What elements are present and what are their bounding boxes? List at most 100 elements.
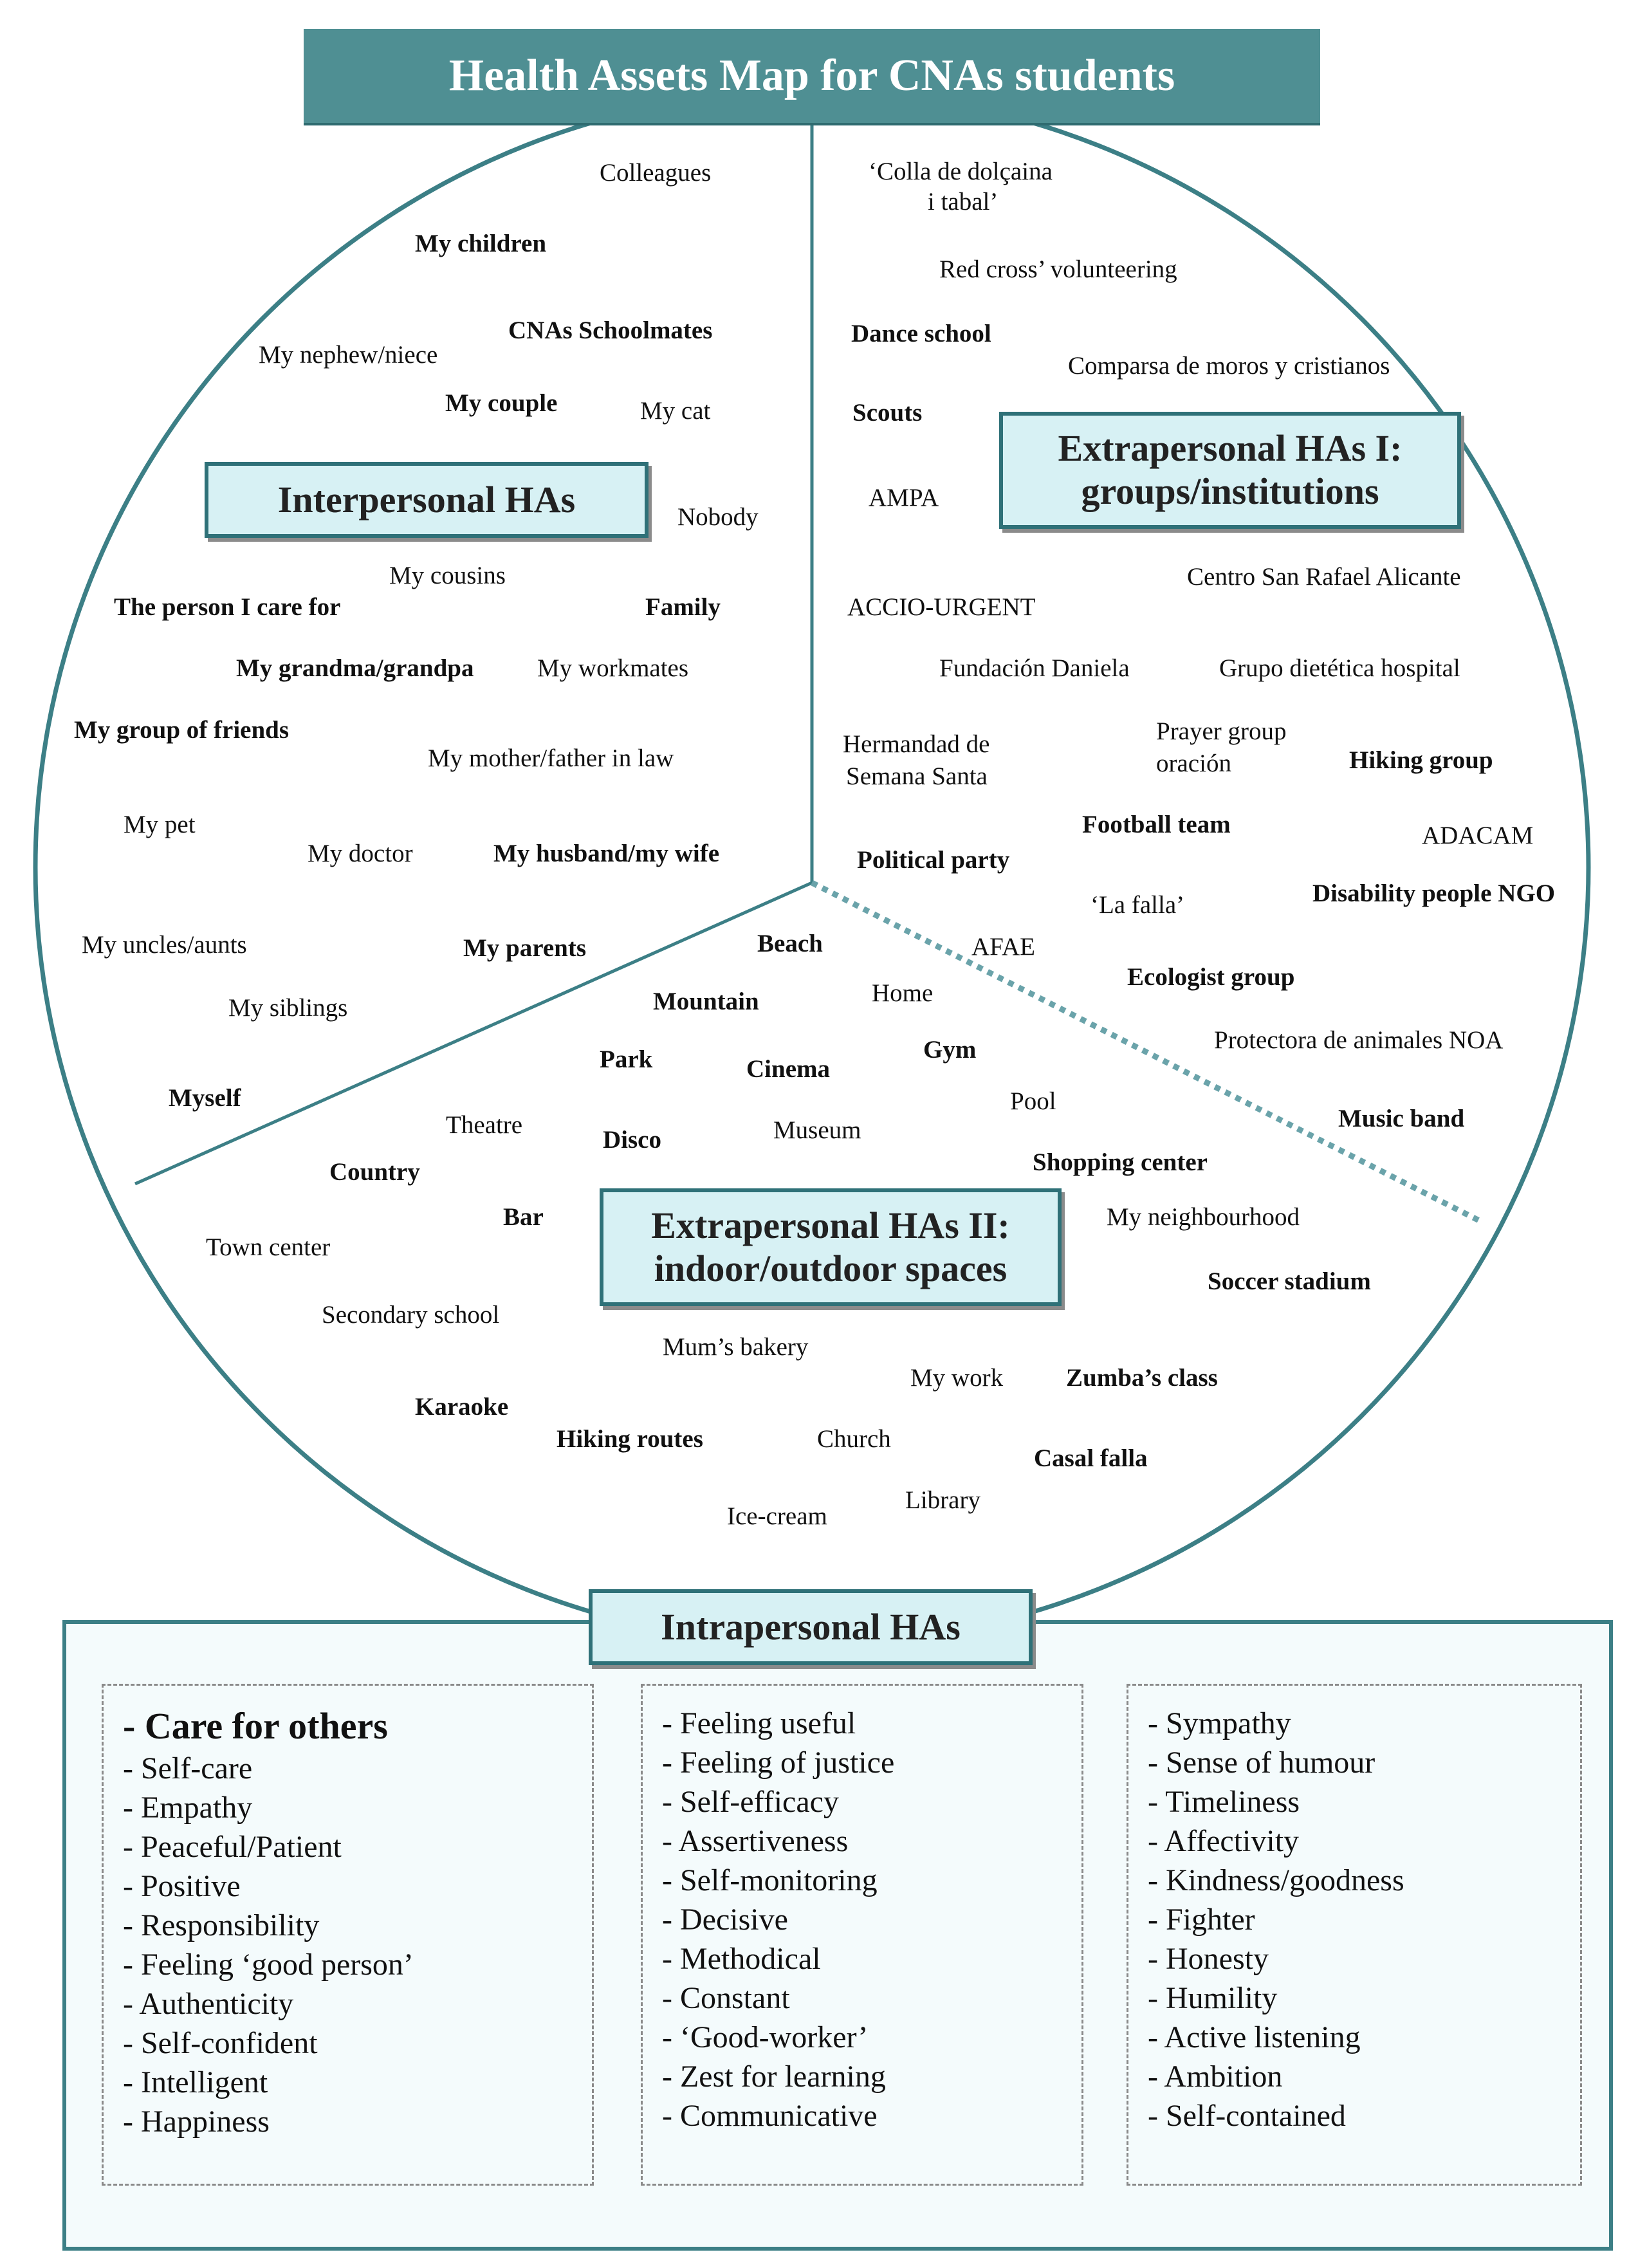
space-item: Home: [872, 979, 934, 1007]
group-item: Grupo dietética hospital: [1219, 654, 1460, 682]
interpersonal-item: My children: [415, 230, 547, 257]
space-item: Gym: [923, 1036, 977, 1064]
intrapersonal-item: - Authenticity: [123, 1987, 294, 2021]
intrapersonal-item: - Self-confident: [123, 2026, 318, 2060]
space-item: Casal falla: [1034, 1444, 1148, 1472]
intrapersonal-item: - Affectivity: [1148, 1824, 1300, 1858]
intrapersonal-item: - Sense of humour: [1148, 1746, 1376, 1780]
intrapersonal-item: - Kindness/goodness: [1148, 1863, 1404, 1897]
intrapersonal-item: - Care for others: [123, 1705, 388, 1747]
group-item: Football team: [1082, 811, 1231, 838]
interpersonal-item: My pet: [124, 811, 196, 838]
space-item: Hiking routes: [557, 1425, 703, 1453]
space-item: Soccer stadium: [1208, 1268, 1371, 1295]
intrapersonal-label: Intrapersonal HAs: [589, 1589, 1033, 1665]
group-item: oración: [1156, 750, 1231, 777]
intrapersonal-item: - Active listening: [1148, 2020, 1361, 2054]
group-item: Comparsa de moros y cristianos: [1068, 352, 1390, 380]
intrapersonal-item: - Self-care: [123, 1751, 253, 1785]
group-item: Dance school: [851, 320, 991, 347]
space-item: Bar: [503, 1203, 544, 1231]
space-item: My neighbourhood: [1107, 1203, 1300, 1231]
intrapersonal-item: - Feeling useful: [662, 1706, 856, 1740]
space-item: Shopping center: [1033, 1148, 1208, 1176]
interpersonal-item: My cousins: [389, 562, 506, 589]
extrapersonal-1-line1: Extrapersonal HAs I:: [1058, 427, 1403, 470]
space-item: Zumba’s class: [1066, 1364, 1218, 1392]
group-item: Music band: [1338, 1105, 1465, 1132]
group-item: ‘La falla’: [1090, 891, 1185, 919]
space-item: Church: [817, 1425, 891, 1453]
interpersonal-item: My group of friends: [74, 716, 290, 744]
intrapersonal-item: - Happiness: [123, 2105, 270, 2139]
intrapersonal-item: - Constant: [662, 1981, 790, 2015]
intrapersonal-item: - Responsibility: [123, 1908, 320, 1942]
intrapersonal-column-2: - Feeling useful - Feeling of justice - …: [641, 1684, 1083, 2186]
space-item: Ice-cream: [727, 1502, 827, 1530]
group-item: Semana Santa: [846, 762, 988, 790]
intrapersonal-column-3: - Sympathy - Sense of humour - Timelines…: [1127, 1684, 1582, 2186]
interpersonal-item: The person I care for: [114, 593, 341, 621]
intrapersonal-item: - Positive: [123, 1869, 241, 1903]
intrapersonal-box: - Care for others - Self-care - Empathy …: [62, 1620, 1613, 2251]
space-item: Mum’s bakery: [663, 1333, 809, 1361]
group-item: Political party: [857, 846, 1010, 874]
intrapersonal-item: - Self-contained: [1148, 2099, 1346, 2133]
intrapersonal-item: - Communicative: [662, 2099, 878, 2133]
intrapersonal-item: - Decisive: [662, 1903, 788, 1937]
divider-left: [134, 881, 813, 1186]
extrapersonal-2-line1: Extrapersonal HAs II:: [651, 1204, 1010, 1246]
interpersonal-item: CNAs Schoolmates: [508, 317, 713, 344]
group-item: AFAE: [971, 933, 1035, 961]
intrapersonal-column-1: - Care for others - Self-care - Empathy …: [102, 1684, 594, 2186]
space-item: Museum: [773, 1116, 861, 1144]
space-item: Secondary school: [322, 1301, 500, 1329]
interpersonal-item: My workmates: [537, 654, 689, 682]
group-item: Protectora de animales NOA: [1214, 1026, 1504, 1054]
space-item: Disco: [603, 1126, 661, 1154]
group-item: AMPA: [869, 484, 939, 512]
interpersonal-item: Colleagues: [600, 159, 712, 187]
extrapersonal-2-line2: indoor/outdoor spaces: [654, 1247, 1008, 1289]
intrapersonal-item: - Self-efficacy: [662, 1785, 839, 1819]
space-item: Cinema: [746, 1055, 830, 1083]
group-item: Red cross’ volunteering: [939, 255, 1177, 283]
group-item: ACCIO-URGENT: [847, 593, 1036, 621]
group-item: Centro San Rafael Alicante: [1187, 563, 1461, 591]
intrapersonal-item: - Honesty: [1148, 1942, 1269, 1976]
interpersonal-item: My cat: [640, 397, 711, 425]
intrapersonal-item: - Humility: [1148, 1981, 1278, 2015]
group-item: Prayer group: [1156, 717, 1287, 745]
group-item: Disability people NGO: [1312, 880, 1556, 907]
space-item: Karaoke: [415, 1393, 509, 1421]
interpersonal-item: My doctor: [308, 840, 413, 867]
interpersonal-item: My husband/my wife: [493, 840, 720, 867]
extrapersonal-1-label: Extrapersonal HAs I: groups/institutions: [999, 412, 1461, 529]
interpersonal-label-text: Interpersonal HAs: [277, 478, 576, 521]
group-item: Hiking group: [1349, 746, 1493, 774]
intrapersonal-item: - Zest for learning: [662, 2060, 886, 2094]
interpersonal-item: My parents: [463, 934, 587, 962]
intrapersonal-item: - Self-monitoring: [662, 1863, 878, 1897]
interpersonal-item: My grandma/grandpa: [236, 654, 474, 682]
intrapersonal-item: - Methodical: [662, 1942, 821, 1976]
intrapersonal-item: - Empathy: [123, 1791, 253, 1825]
space-item: Park: [600, 1046, 653, 1073]
space-item: My work: [910, 1364, 1004, 1392]
intrapersonal-item: - Assertiveness: [662, 1824, 849, 1858]
group-item: Hermandad de: [843, 730, 990, 758]
interpersonal-label: Interpersonal HAs: [205, 462, 649, 538]
divider-right-dotted: [810, 880, 1485, 1226]
group-item: ‘Colla de dolçaina: [869, 158, 1053, 185]
group-item: i tabal’: [928, 188, 998, 216]
interpersonal-item: My couple: [445, 389, 558, 417]
interpersonal-item: My mother/father in law: [428, 744, 674, 772]
intrapersonal-item: - Intelligent: [123, 2065, 268, 2099]
interpersonal-item: My siblings: [228, 994, 348, 1022]
page-title: Health Assets Map for CNAs students: [304, 29, 1320, 125]
space-item: Mountain: [653, 988, 759, 1015]
interpersonal-item: Nobody: [677, 503, 759, 531]
interpersonal-item: Family: [645, 593, 721, 621]
intrapersonal-item: - ‘Good-worker’: [662, 2020, 869, 2054]
intrapersonal-item: - Fighter: [1148, 1903, 1255, 1937]
